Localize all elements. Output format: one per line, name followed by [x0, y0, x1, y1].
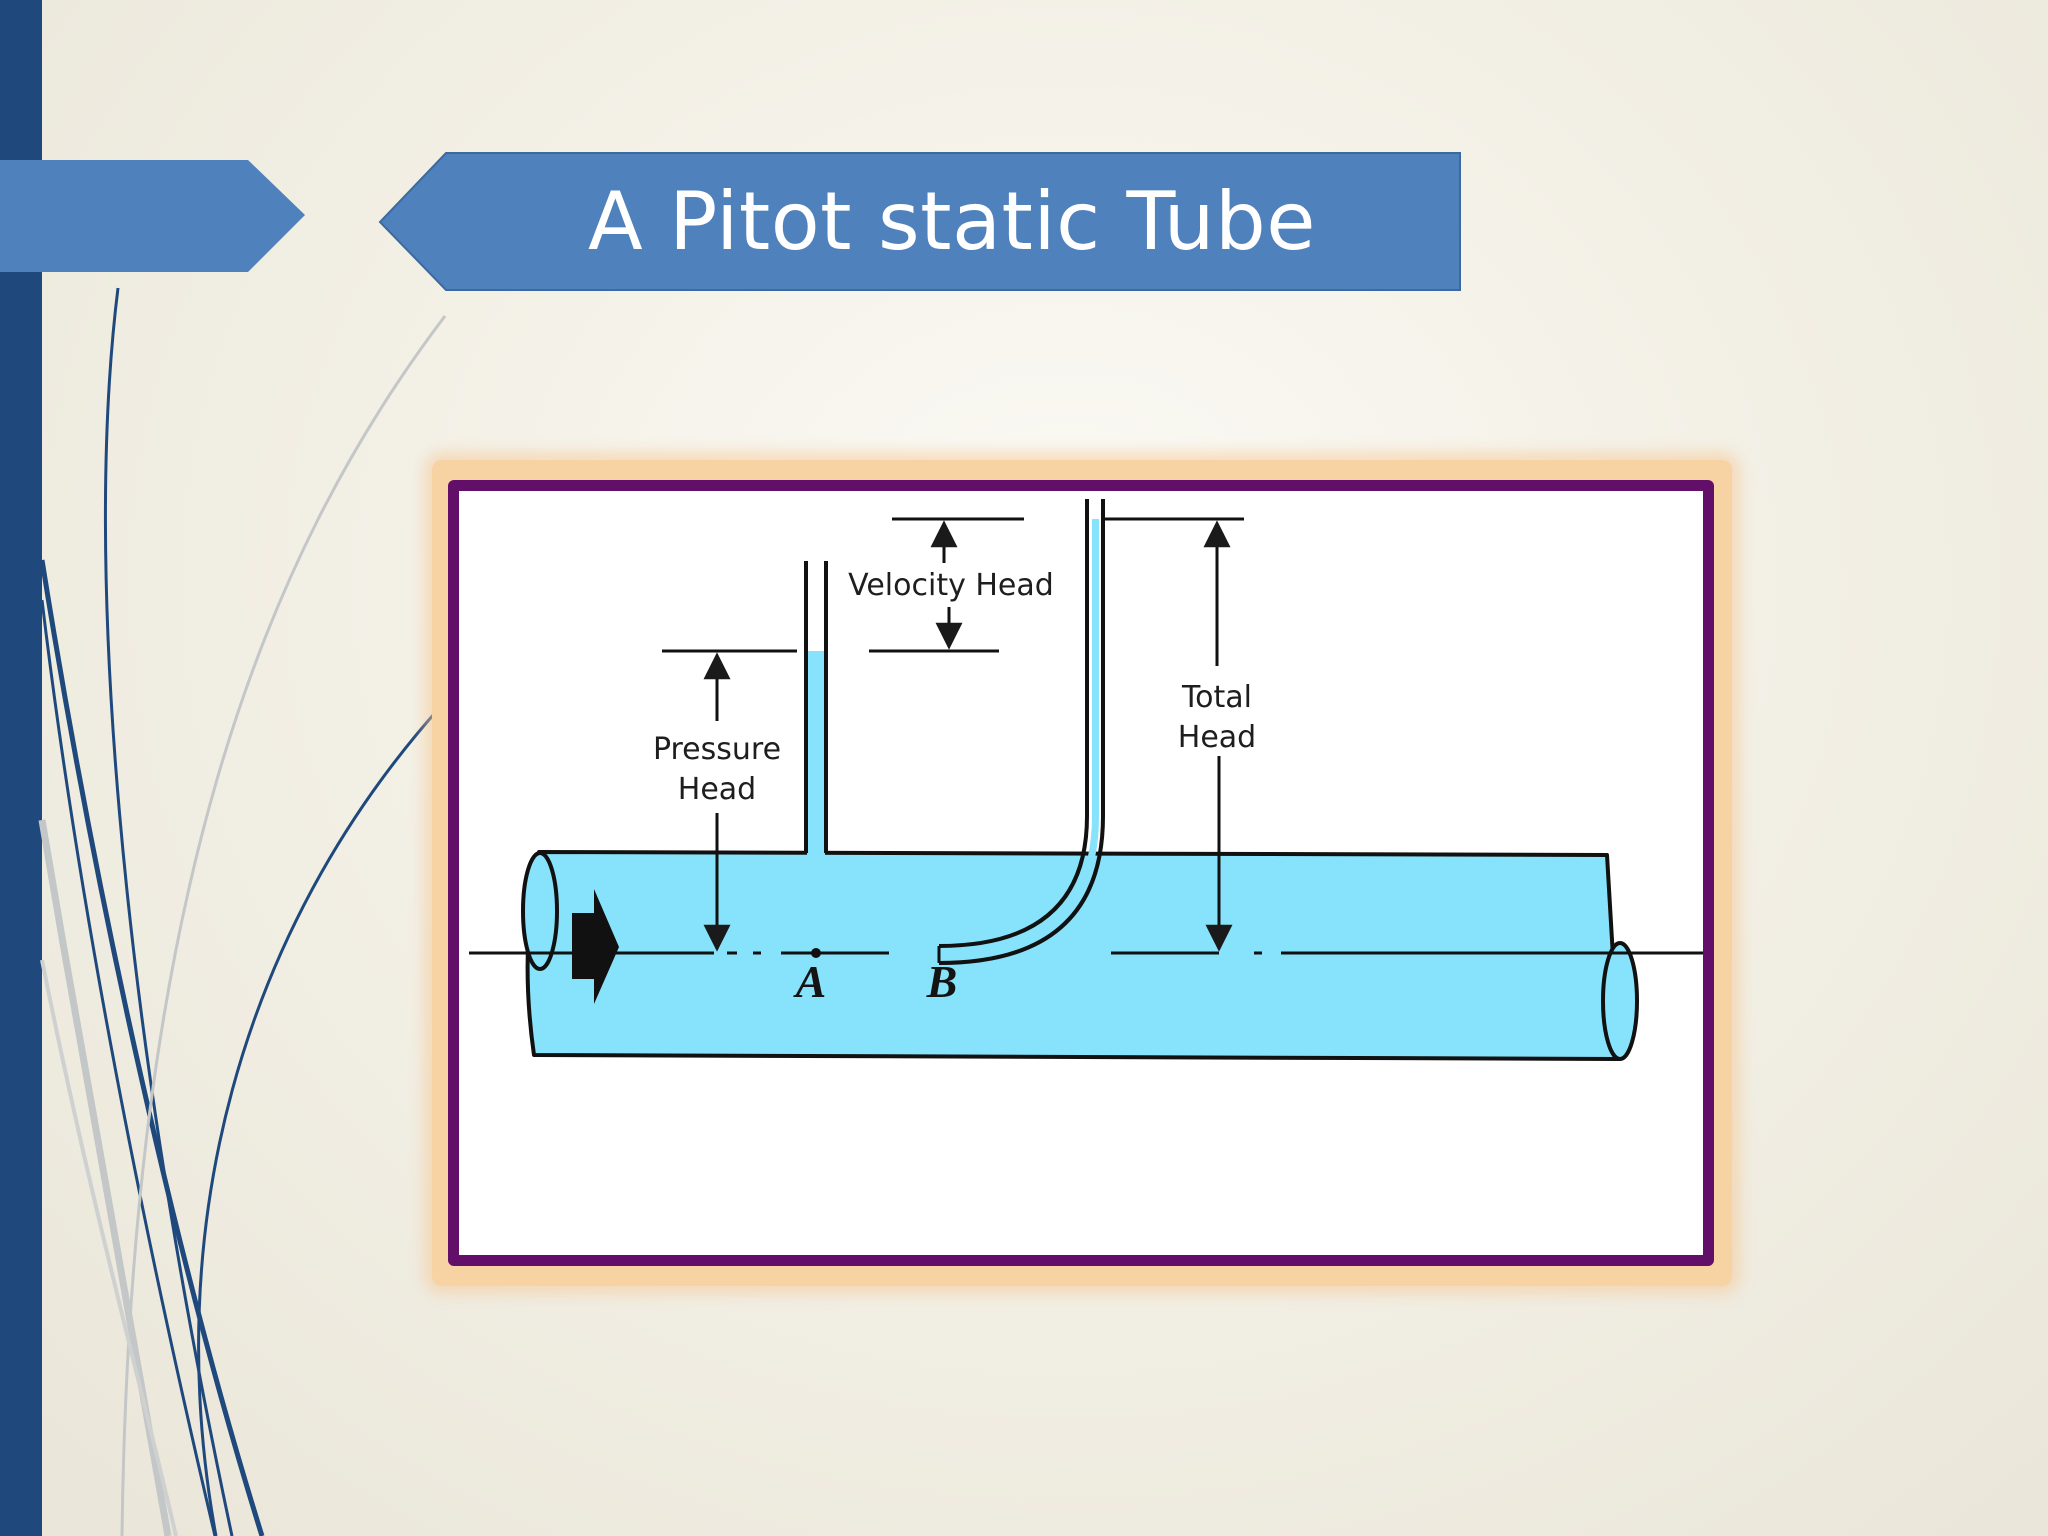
left-arrow-tab	[0, 160, 305, 272]
decor-line	[40, 959, 178, 1536]
pressure-head-label-line1: Pressure	[653, 732, 781, 767]
decor-line	[197, 703, 444, 1536]
decor-line	[120, 315, 447, 1536]
decor-line	[39, 559, 265, 1536]
title-banner	[378, 152, 1461, 291]
piezometer-water	[807, 651, 825, 855]
total-head-label-line1: Total	[1181, 680, 1252, 715]
pipe-left-end	[521, 851, 559, 971]
pitot-tube-inner-wall	[938, 499, 1105, 965]
decor-line	[40, 599, 217, 1536]
point-a-label: A	[793, 956, 827, 1007]
point-a-marker	[811, 948, 821, 958]
flow-arrow-icon	[572, 889, 619, 1004]
diagram-frame: Velocity Head Pressure Head Total Head A…	[448, 480, 1714, 1266]
decor-line	[103, 287, 234, 1536]
slide-title: A Pitot static Tube	[588, 175, 1316, 268]
pitot-tube-diagram: Velocity Head Pressure Head Total Head A…	[469, 499, 1703, 1061]
pressure-head-label-line2: Head	[678, 772, 756, 807]
pitot-tube-outer-wall	[938, 499, 1089, 948]
velocity-head-label: Velocity Head	[848, 568, 1054, 603]
total-head-label-line2: Head	[1178, 720, 1256, 755]
pipe-right-end	[1601, 941, 1639, 1061]
point-b-label: B	[926, 956, 958, 1007]
